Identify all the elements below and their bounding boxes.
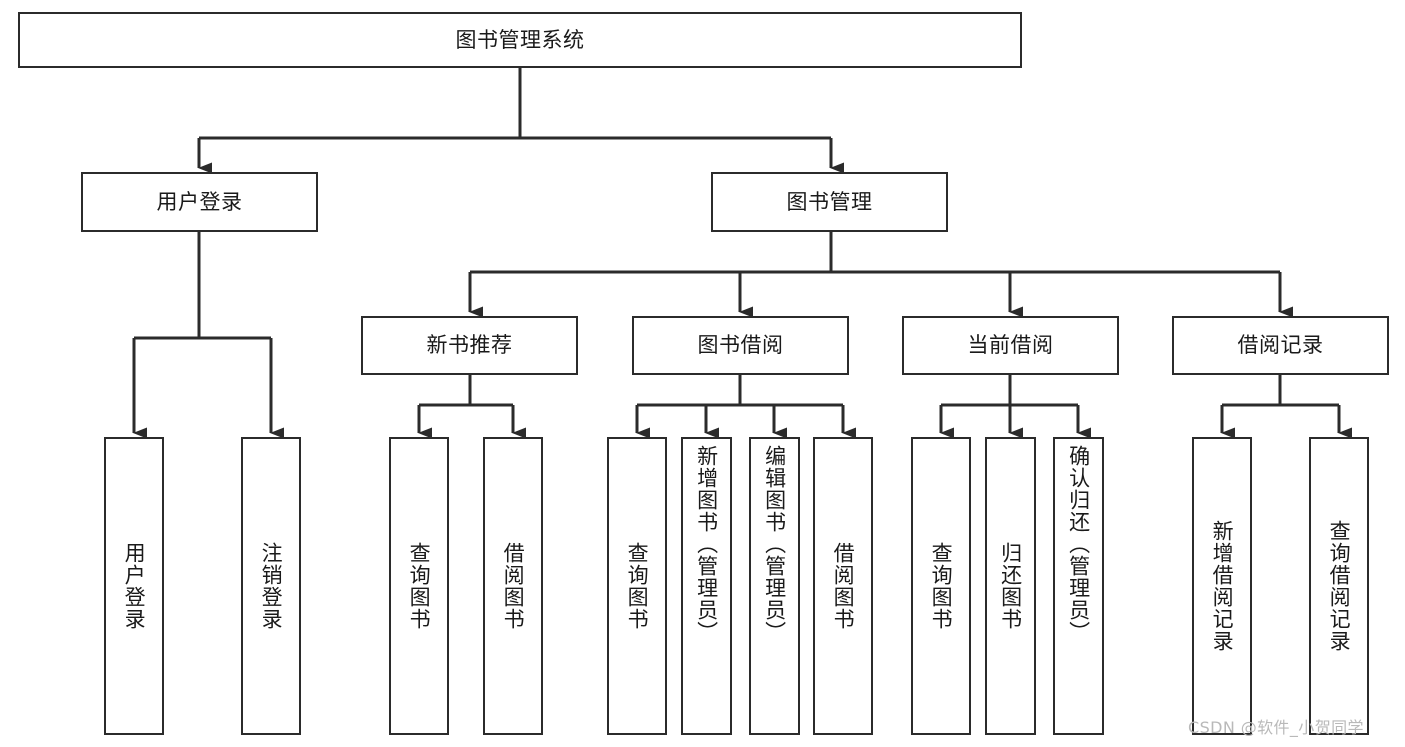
node-label: 归还图书 (998, 542, 1023, 630)
node-label: 查询借阅记录 (1327, 520, 1352, 652)
node-leaf-borrow-book-recommend[interactable]: 借阅图书 (483, 437, 543, 735)
node-label: 确认归还（管理员） (1066, 445, 1091, 643)
node-new-book-recommendation[interactable]: 新书推荐 (361, 316, 578, 375)
node-leaf-borrow-book-borrowing[interactable]: 借阅图书 (813, 437, 873, 735)
node-label: 用户登录 (156, 189, 243, 214)
node-leaf-query-book-borrowing[interactable]: 查询图书 (607, 437, 667, 735)
node-label: 图书管理系统 (455, 27, 585, 52)
node-user-login[interactable]: 用户登录 (81, 172, 318, 232)
node-label: 查询图书 (625, 542, 650, 630)
node-borrowing-record[interactable]: 借阅记录 (1172, 316, 1389, 375)
node-leaf-query-book-current[interactable]: 查询图书 (911, 437, 971, 735)
node-leaf-user-login[interactable]: 用户登录 (104, 437, 164, 735)
node-label: 图书借阅 (697, 333, 784, 358)
node-label: 新增借阅记录 (1210, 520, 1235, 652)
node-label: 编辑图书（管理员） (762, 445, 787, 643)
node-leaf-confirm-return-admin[interactable]: 确认归还（管理员） (1053, 437, 1104, 735)
node-label: 查询图书 (929, 542, 954, 630)
node-current-borrowing[interactable]: 当前借阅 (902, 316, 1119, 375)
node-leaf-add-borrow-record[interactable]: 新增借阅记录 (1192, 437, 1252, 735)
node-label: 借阅图书 (501, 542, 526, 630)
node-label: 新增图书（管理员） (694, 445, 719, 643)
node-leaf-query-book-recommend[interactable]: 查询图书 (389, 437, 449, 735)
node-label: 查询图书 (407, 542, 432, 630)
node-label: 图书管理 (786, 189, 873, 214)
node-label: 注销登录 (259, 542, 284, 630)
node-leaf-add-book-admin[interactable]: 新增图书（管理员） (681, 437, 732, 735)
node-label: 用户登录 (122, 542, 147, 630)
node-label: 新书推荐 (426, 333, 513, 358)
node-leaf-edit-book-admin[interactable]: 编辑图书（管理员） (749, 437, 800, 735)
node-leaf-return-book[interactable]: 归还图书 (985, 437, 1036, 735)
node-leaf-logout[interactable]: 注销登录 (241, 437, 301, 735)
node-label: 借阅记录 (1237, 333, 1324, 358)
node-root-book-management-system[interactable]: 图书管理系统 (18, 12, 1022, 68)
node-label: 当前借阅 (967, 333, 1054, 358)
node-label: 借阅图书 (831, 542, 856, 630)
node-book-management[interactable]: 图书管理 (711, 172, 948, 232)
node-book-borrowing[interactable]: 图书借阅 (632, 316, 849, 375)
node-leaf-query-borrow-record[interactable]: 查询借阅记录 (1309, 437, 1369, 735)
watermark-text: CSDN @软件_小贺同学 (1188, 718, 1364, 737)
